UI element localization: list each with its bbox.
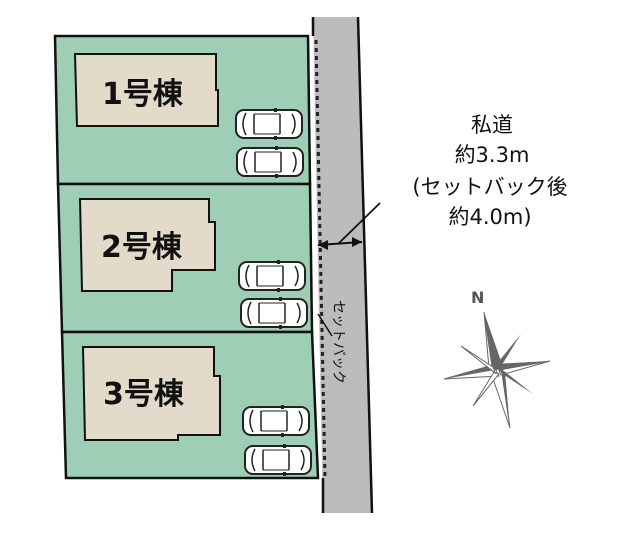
setback-line: [314, 39, 327, 479]
lot-1[interactable]: 1号棟: [53, 34, 312, 186]
private-road: [313, 17, 372, 513]
setback-leader: [317, 313, 333, 337]
road-width: 約3.3m: [455, 143, 530, 167]
svg-text:N: N: [471, 288, 484, 307]
road-width-arrow: [317, 202, 381, 250]
lot-3[interactable]: 3号棟: [60, 330, 320, 480]
road-setback-note: (セットバック後: [412, 175, 567, 199]
parking-space: [238, 259, 306, 293]
building-1: [73, 53, 219, 127]
road-width-after-setback: 約4.0m): [448, 205, 531, 229]
road-annotation: 私道 約3.3m (セットバック後 約4.0m): [412, 113, 567, 229]
compass-icon: N: [443, 288, 551, 429]
lot-2-label: 2号棟: [101, 230, 183, 265]
lot-3-label: 3号棟: [103, 377, 185, 412]
parking-space: [242, 404, 310, 438]
parking-space: [244, 443, 312, 477]
parking-space: [235, 107, 303, 141]
svg-text:セットバック: セットバック: [330, 300, 346, 384]
parking-space: [240, 296, 308, 330]
lot-2[interactable]: 2号棟: [56, 182, 314, 334]
setback-label: セットバック: [330, 300, 346, 384]
building-2: [78, 198, 216, 292]
lot-1-label: 1号棟: [102, 77, 184, 112]
road-type: 私道: [471, 113, 513, 137]
building-3: [81, 346, 221, 441]
parking-space: [236, 145, 304, 179]
